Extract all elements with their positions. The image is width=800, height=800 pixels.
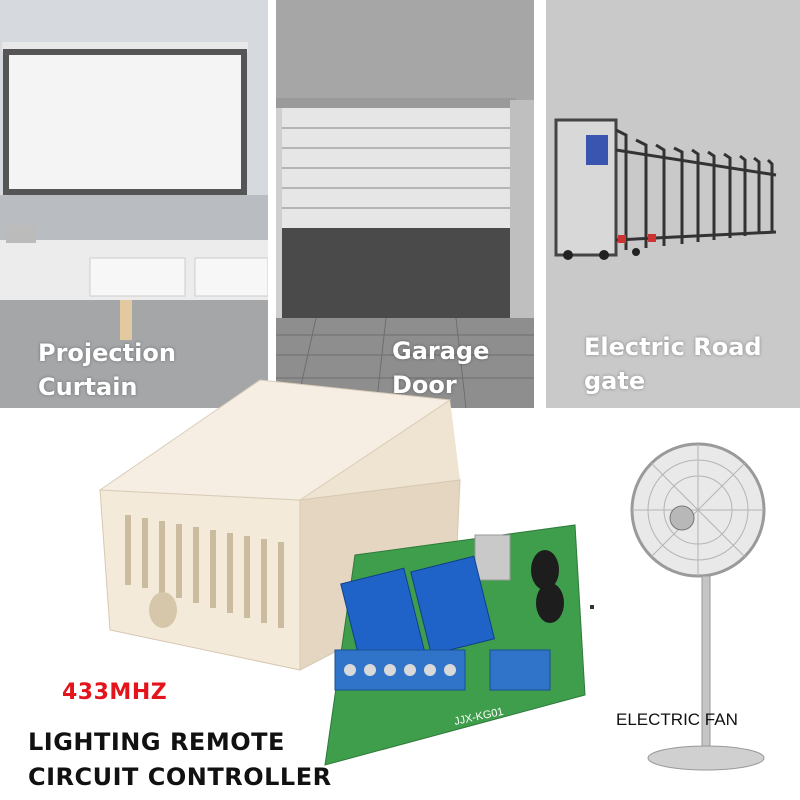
pcb-board-icon: JJX-KG01 — [324, 524, 594, 766]
frequency-label: 433MHZ — [62, 680, 168, 705]
panel-caption-line2: Door — [392, 371, 457, 399]
electric-fan-label: ELECTRIC FAN — [616, 710, 738, 729]
product-title-line2: CIRCUIT CONTROLLER — [28, 763, 332, 791]
panel-caption-line1: Projection — [38, 339, 176, 367]
product-title-line1: LIGHTING REMOTE — [28, 728, 285, 756]
panel-caption-line1: Electric Road — [584, 333, 762, 361]
panel-caption-line1: Garage — [392, 337, 490, 365]
enclosure-icon — [98, 379, 461, 671]
panel-projection-curtain: Projection Curtain — [0, 0, 268, 408]
panel-electric-road-gate: Electric Road gate — [546, 0, 800, 408]
projection-screen-icon — [0, 0, 268, 408]
panel-caption-line2: gate — [584, 367, 646, 395]
standing-fan-icon — [630, 442, 766, 771]
road-gate-icon — [546, 0, 800, 408]
panel-caption-line2: Curtain — [38, 373, 138, 401]
panel-garage-door: Garage Door — [276, 0, 534, 408]
garage-door-icon — [276, 0, 534, 408]
